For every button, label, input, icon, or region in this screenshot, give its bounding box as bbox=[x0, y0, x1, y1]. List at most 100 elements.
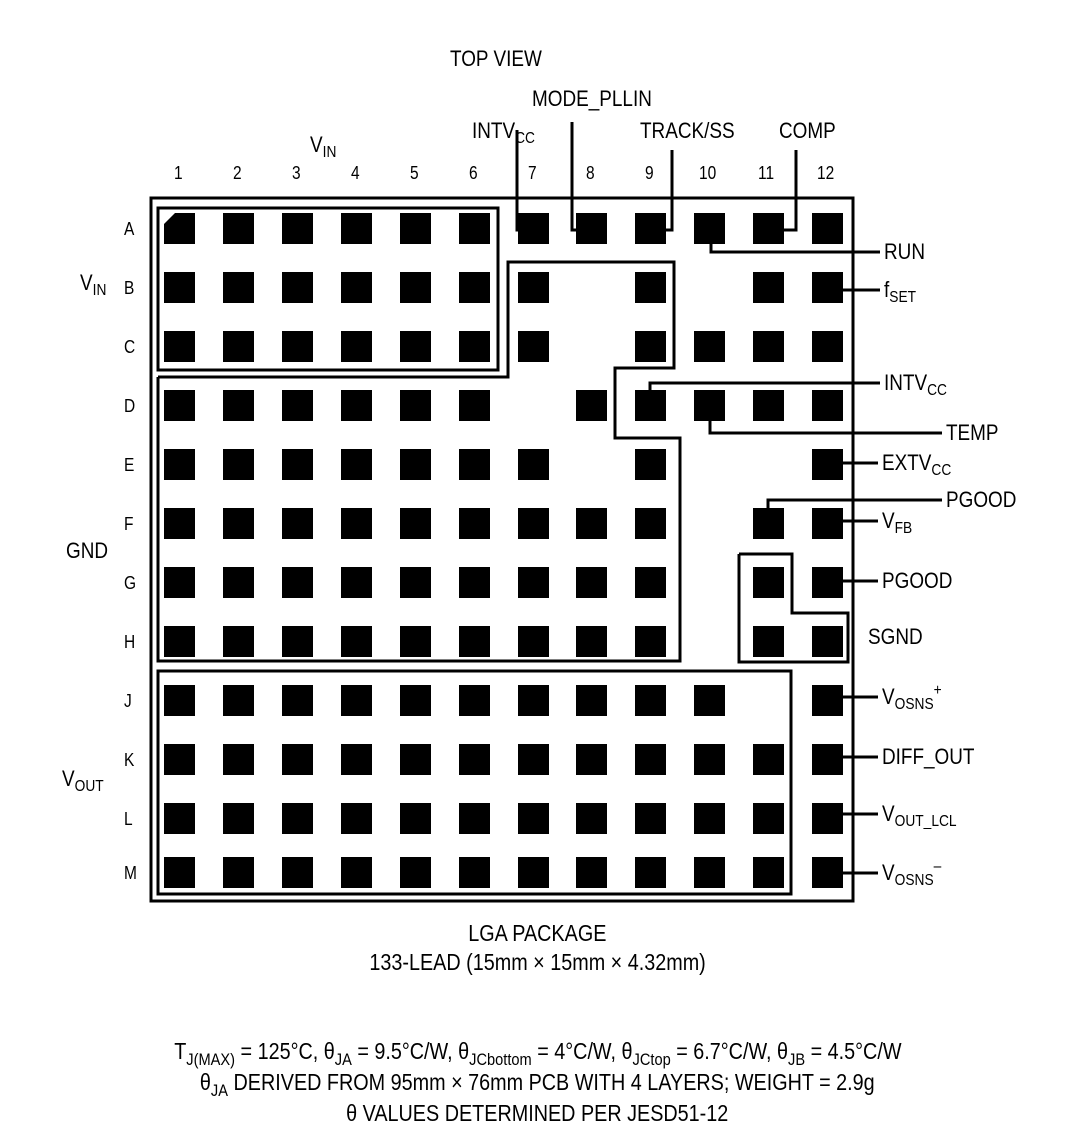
pad-H2 bbox=[223, 626, 254, 657]
right-label-fset: fSET bbox=[884, 277, 917, 306]
pad-M8 bbox=[576, 857, 607, 888]
top-label-intvcc: INTVCC bbox=[472, 118, 535, 147]
diagram-title: TOP VIEW bbox=[450, 46, 542, 71]
pad-A6 bbox=[459, 213, 490, 244]
pad-J2 bbox=[223, 685, 254, 716]
pad-E9 bbox=[635, 449, 666, 480]
pad-G2 bbox=[223, 567, 254, 598]
row-letter: B bbox=[124, 278, 135, 298]
pad-G3 bbox=[282, 567, 313, 598]
pad-G8 bbox=[576, 567, 607, 598]
column-number: 8 bbox=[586, 163, 595, 183]
vout-group-outline bbox=[156, 669, 793, 896]
pad-array bbox=[164, 213, 843, 888]
pad-H5 bbox=[400, 626, 431, 657]
left-label-gnd: GND bbox=[66, 538, 109, 563]
pad-A2 bbox=[223, 213, 254, 244]
pad-C2 bbox=[223, 331, 254, 362]
top-label-comp: COMP bbox=[779, 118, 836, 143]
pad-G7 bbox=[518, 567, 549, 598]
pad-B3 bbox=[282, 272, 313, 303]
pad-J8 bbox=[576, 685, 607, 716]
pad-D6 bbox=[459, 390, 490, 421]
pad-D3 bbox=[282, 390, 313, 421]
pad-G9 bbox=[635, 567, 666, 598]
pad-F4 bbox=[341, 508, 372, 539]
pad-L7 bbox=[518, 803, 549, 834]
column-number: 5 bbox=[410, 163, 419, 183]
pad-L3 bbox=[282, 803, 313, 834]
right-label-intvcc: INTVCC bbox=[884, 370, 947, 399]
vin-group-outline bbox=[156, 206, 500, 372]
pad-G11 bbox=[753, 567, 784, 598]
pad-H1 bbox=[164, 626, 195, 657]
row-letter: J bbox=[124, 691, 132, 711]
pad-J6 bbox=[459, 685, 490, 716]
pad-A1 bbox=[164, 213, 195, 244]
pad-F8 bbox=[576, 508, 607, 539]
leader-pgood-f11 bbox=[766, 498, 942, 516]
row-letter: H bbox=[124, 632, 136, 652]
pad-H3 bbox=[282, 626, 313, 657]
column-number: 6 bbox=[469, 163, 478, 183]
right-label-sgnd: SGND bbox=[868, 624, 923, 649]
gnd-group-outline bbox=[156, 260, 682, 663]
pad-B7 bbox=[518, 272, 549, 303]
pad-K9 bbox=[635, 744, 666, 775]
pad-M9 bbox=[635, 857, 666, 888]
pad-B2 bbox=[223, 272, 254, 303]
row-letter: F bbox=[124, 514, 134, 534]
pad-L12 bbox=[812, 803, 843, 834]
row-letter: A bbox=[124, 219, 135, 239]
left-label-vout: VOUT bbox=[62, 766, 104, 795]
pad-F7 bbox=[518, 508, 549, 539]
pad-H4 bbox=[341, 626, 372, 657]
pad-E7 bbox=[518, 449, 549, 480]
pad-F6 bbox=[459, 508, 490, 539]
row-letter: L bbox=[124, 809, 133, 829]
pad-K1 bbox=[164, 744, 195, 775]
pad-B1 bbox=[164, 272, 195, 303]
pad-H12 bbox=[812, 626, 843, 657]
pad-G4 bbox=[341, 567, 372, 598]
pad-C9 bbox=[635, 331, 666, 362]
thermal-line-2: θJA DERIVED FROM 95mm × 76mm PCB WITH 4 … bbox=[200, 1069, 875, 1100]
leader-run-a10 bbox=[709, 236, 880, 254]
pad-B6 bbox=[459, 272, 490, 303]
right-label-vosns-minus: VOSNS– bbox=[882, 858, 942, 889]
pad-C1 bbox=[164, 331, 195, 362]
pad-J7 bbox=[518, 685, 549, 716]
pad-C5 bbox=[400, 331, 431, 362]
row-letter: D bbox=[124, 396, 136, 416]
column-number: 10 bbox=[699, 163, 717, 183]
pad-K4 bbox=[341, 744, 372, 775]
row-letter: G bbox=[124, 573, 137, 593]
pad-L10 bbox=[694, 803, 725, 834]
column-number: 2 bbox=[233, 163, 242, 183]
pad-E3 bbox=[282, 449, 313, 480]
package-name: LGA PACKAGE bbox=[468, 920, 607, 946]
pad-M10 bbox=[694, 857, 725, 888]
package-dimensions: 133-LEAD (15mm × 15mm × 4.32mm) bbox=[369, 949, 706, 975]
pad-K8 bbox=[576, 744, 607, 775]
pad-M4 bbox=[341, 857, 372, 888]
pad-K6 bbox=[459, 744, 490, 775]
pad-K12 bbox=[812, 744, 843, 775]
leader-intvcc-d9 bbox=[648, 381, 880, 402]
pad-J3 bbox=[282, 685, 313, 716]
pad-G6 bbox=[459, 567, 490, 598]
top-label-vin: VIN bbox=[310, 132, 337, 161]
pad-C10 bbox=[694, 331, 725, 362]
pad-K7 bbox=[518, 744, 549, 775]
left-label-vin: VIN bbox=[80, 270, 107, 299]
pad-D12 bbox=[812, 390, 843, 421]
pad-D4 bbox=[341, 390, 372, 421]
thermal-line-1: TJ(MAX) = 125°C, θJA = 9.5°C/W, θJCbotto… bbox=[173, 1038, 902, 1069]
right-label-diff-out: DIFF_OUT bbox=[882, 744, 975, 769]
right-label-pgood-f11: PGOOD bbox=[946, 487, 1017, 512]
right-label-vfb: VFB bbox=[882, 508, 913, 537]
pad-L1 bbox=[164, 803, 195, 834]
pad-A4 bbox=[341, 213, 372, 244]
leader-track-ss-a9 bbox=[656, 150, 674, 232]
pad-K3 bbox=[282, 744, 313, 775]
